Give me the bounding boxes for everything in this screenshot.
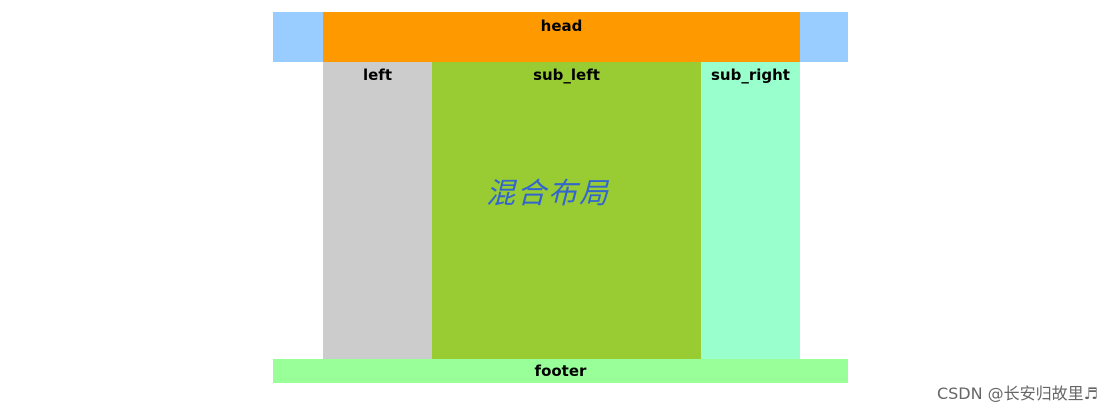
sub-left-column: sub_left bbox=[432, 62, 701, 359]
head-block: head bbox=[323, 12, 800, 62]
left-label: left bbox=[362, 66, 392, 84]
footer-label: footer bbox=[534, 362, 587, 380]
sub-right-column: sub_right bbox=[701, 62, 800, 359]
head-label: head bbox=[540, 17, 583, 35]
sub-right-label: sub_right bbox=[711, 66, 790, 84]
sub-left-label: sub_left bbox=[533, 66, 600, 84]
left-column: left bbox=[323, 62, 432, 359]
footer-block: footer bbox=[273, 359, 848, 383]
csdn-watermark: CSDN @长安归故里♬ bbox=[936, 384, 1098, 403]
mixed-layout-caption: 混合布局 bbox=[486, 176, 611, 210]
